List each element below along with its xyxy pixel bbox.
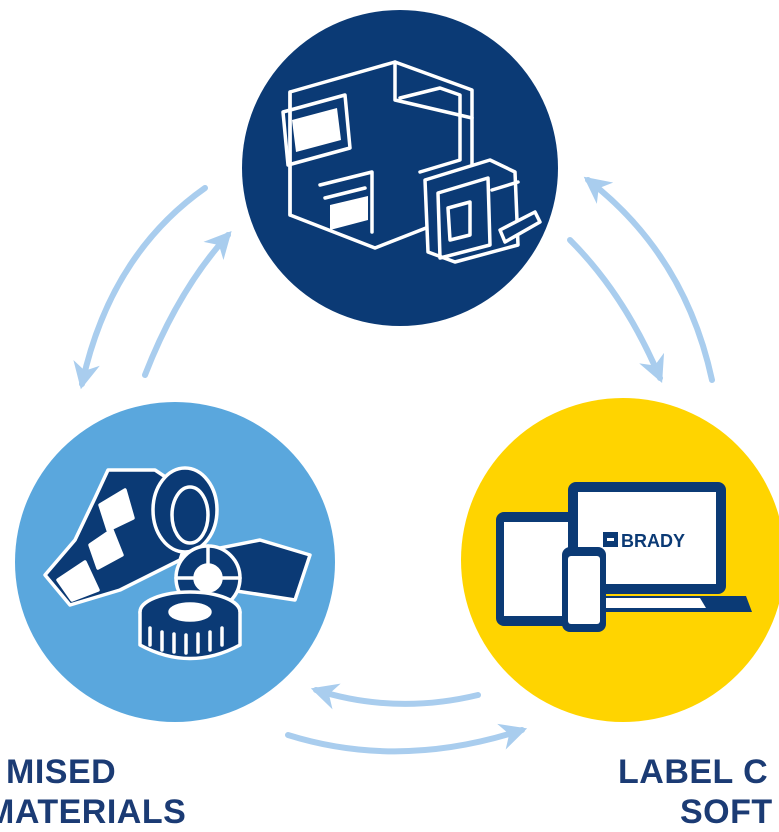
materials-caption: MISED MATERIALS: [0, 752, 206, 832]
devices-icon: BRADY: [496, 482, 752, 632]
brady-logo: BRADY: [603, 531, 685, 551]
arrow-software-to-printer: [583, 176, 715, 383]
software-node: BRADY: [461, 398, 779, 722]
software-caption-line-2: SOFT: [680, 793, 773, 831]
label-printer-icon: [281, 60, 542, 264]
software-caption-line-1: LABEL C: [618, 753, 769, 791]
arrow-materials-to-software: [285, 723, 528, 755]
materials-caption-line-1: MISED: [6, 753, 117, 791]
materials-caption-line-2: MATERIALS: [0, 793, 187, 831]
printer-node: [242, 10, 558, 326]
arrow-software-to-materials: [310, 683, 481, 710]
arrow-printer-to-materials: [73, 185, 208, 390]
materials-node: [15, 402, 335, 722]
arrow-printer-to-software: [567, 237, 665, 383]
connector-arrows: [73, 176, 715, 755]
brand-text: BRADY: [621, 531, 685, 551]
software-caption: LABEL C SOFT: [618, 752, 772, 832]
arrow-materials-to-printer: [142, 231, 232, 378]
label-rolls-icon: [43, 466, 312, 661]
